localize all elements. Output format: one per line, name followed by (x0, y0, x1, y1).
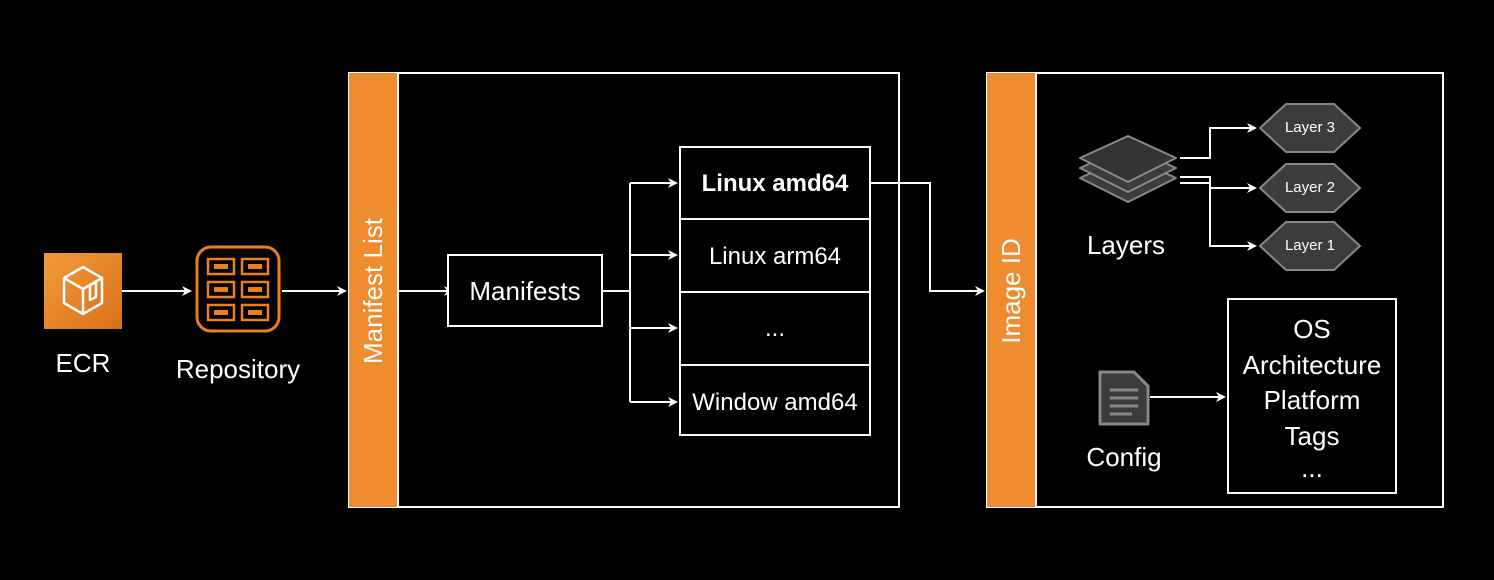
platform-divider (681, 364, 869, 366)
config-field: OS (1293, 314, 1331, 344)
repository-icon (195, 245, 281, 333)
layer-label: Layer 1 (1284, 237, 1336, 254)
layers-label: Layers (1086, 230, 1166, 260)
config-field: ... (1301, 453, 1323, 483)
platform-item: Linux amd64 (701, 170, 849, 197)
layer-label: Layer 2 (1284, 179, 1336, 196)
layer-node: Layer 1 (1258, 218, 1362, 274)
ecr-icon (44, 253, 122, 329)
layer-node: Layer 3 (1258, 100, 1362, 156)
manifest-list-title: Manifest List (358, 218, 388, 364)
manifest-list-title-bar (349, 73, 398, 507)
config-label: Config (1086, 442, 1162, 472)
config-document-icon (1096, 368, 1152, 428)
layer-label: Layer 3 (1284, 119, 1336, 136)
manifest-list-divider (397, 73, 399, 507)
platform-divider (681, 291, 869, 293)
manifests-box: Manifests (447, 254, 603, 327)
config-field: Tags (1284, 421, 1340, 451)
config-field: Platform (1263, 385, 1361, 415)
arrow-linux-amd64-to-image-id (870, 182, 985, 296)
ecr-label: ECR (55, 348, 111, 378)
layers-icon (1076, 130, 1180, 210)
image-id-title-bar (987, 73, 1036, 507)
platform-item: Window amd64 (692, 389, 858, 416)
config-fields-box: OS Architecture Platform Tags ... (1227, 298, 1397, 494)
platform-divider (681, 218, 869, 220)
config-field: Architecture (1242, 350, 1382, 380)
platform-item: ... (764, 315, 785, 342)
image-id-title: Image ID (996, 238, 1026, 344)
repository-label: Repository (175, 354, 301, 384)
manifests-label: Manifests (469, 276, 581, 306)
arrow-to-layer-1 (1180, 182, 1257, 251)
platform-list: Linux amd64 Linux arm64 ... Window amd64 (679, 146, 871, 436)
image-id-divider (1035, 73, 1037, 507)
arrow-to-layer-3 (1180, 123, 1257, 159)
layer-node: Layer 2 (1258, 160, 1362, 216)
platform-item: Linux arm64 (708, 243, 842, 270)
